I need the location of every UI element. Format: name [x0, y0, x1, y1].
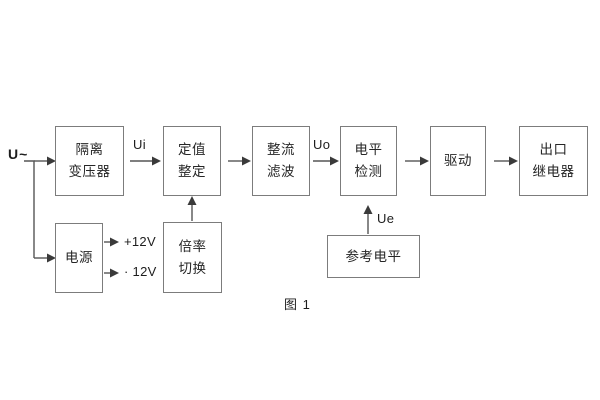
figure-caption: 图 1 — [284, 297, 311, 312]
block-rectify-filter[interactable]: 整流 滤波 — [252, 126, 310, 196]
arrowhead-transformer-to-setting — [152, 156, 161, 166]
block-line: 变压器 — [68, 164, 111, 179]
label-plus-12v: +12V — [124, 234, 156, 249]
arrowhead-multiplier-to-setting — [187, 196, 197, 205]
block-line: 整流 — [267, 142, 295, 158]
block-line: 定值 — [178, 142, 206, 158]
block-line: 驱动 — [444, 153, 472, 169]
block-multiplier-switch[interactable]: 倍率 切换 — [163, 222, 222, 293]
block-level-detection[interactable]: 电平 检测 — [340, 126, 397, 196]
label-uo: Uo — [313, 137, 331, 152]
block-line: 电平 — [354, 142, 383, 158]
block-setting-value[interactable]: 定值 整定 — [163, 126, 221, 196]
block-line: 倍率 — [178, 238, 207, 254]
arrowhead-plus12 — [110, 237, 119, 247]
block-line: 出口 — [539, 142, 568, 158]
block-line: 整定 — [178, 164, 206, 179]
block-output-relay[interactable]: 出口 继电器 — [519, 126, 588, 196]
arrowhead-minus12 — [110, 268, 119, 278]
block-line: 切换 — [178, 260, 207, 276]
label-ue: Ue — [377, 211, 395, 226]
block-line: 继电器 — [532, 164, 575, 179]
arrowhead-setting-to-rectify — [242, 156, 251, 166]
label-input-voltage: U~ — [8, 146, 29, 162]
block-power-supply[interactable]: 电源 — [55, 223, 103, 293]
block-reference-level[interactable]: 参考电平 — [327, 235, 420, 278]
arrowhead-level-to-drive — [420, 156, 429, 166]
arrowhead-rectify-to-level — [330, 156, 339, 166]
label-minus-12v: · 12V — [124, 264, 157, 279]
wire-input-to-transformer — [24, 160, 35, 258]
block-isolation-transformer[interactable]: 隔离 变压器 — [55, 126, 124, 196]
block-line: 电源 — [65, 250, 93, 266]
arrowhead-reference-to-level — [363, 205, 373, 214]
block-line: 检测 — [354, 164, 383, 179]
block-line: 隔离 — [75, 142, 104, 158]
block-line: 滤波 — [267, 164, 295, 179]
arrowhead-drive-to-relay — [509, 156, 518, 166]
block-line: 参考电平 — [345, 248, 402, 264]
block-drive[interactable]: 驱动 — [430, 126, 486, 196]
label-ui: Ui — [133, 137, 146, 152]
